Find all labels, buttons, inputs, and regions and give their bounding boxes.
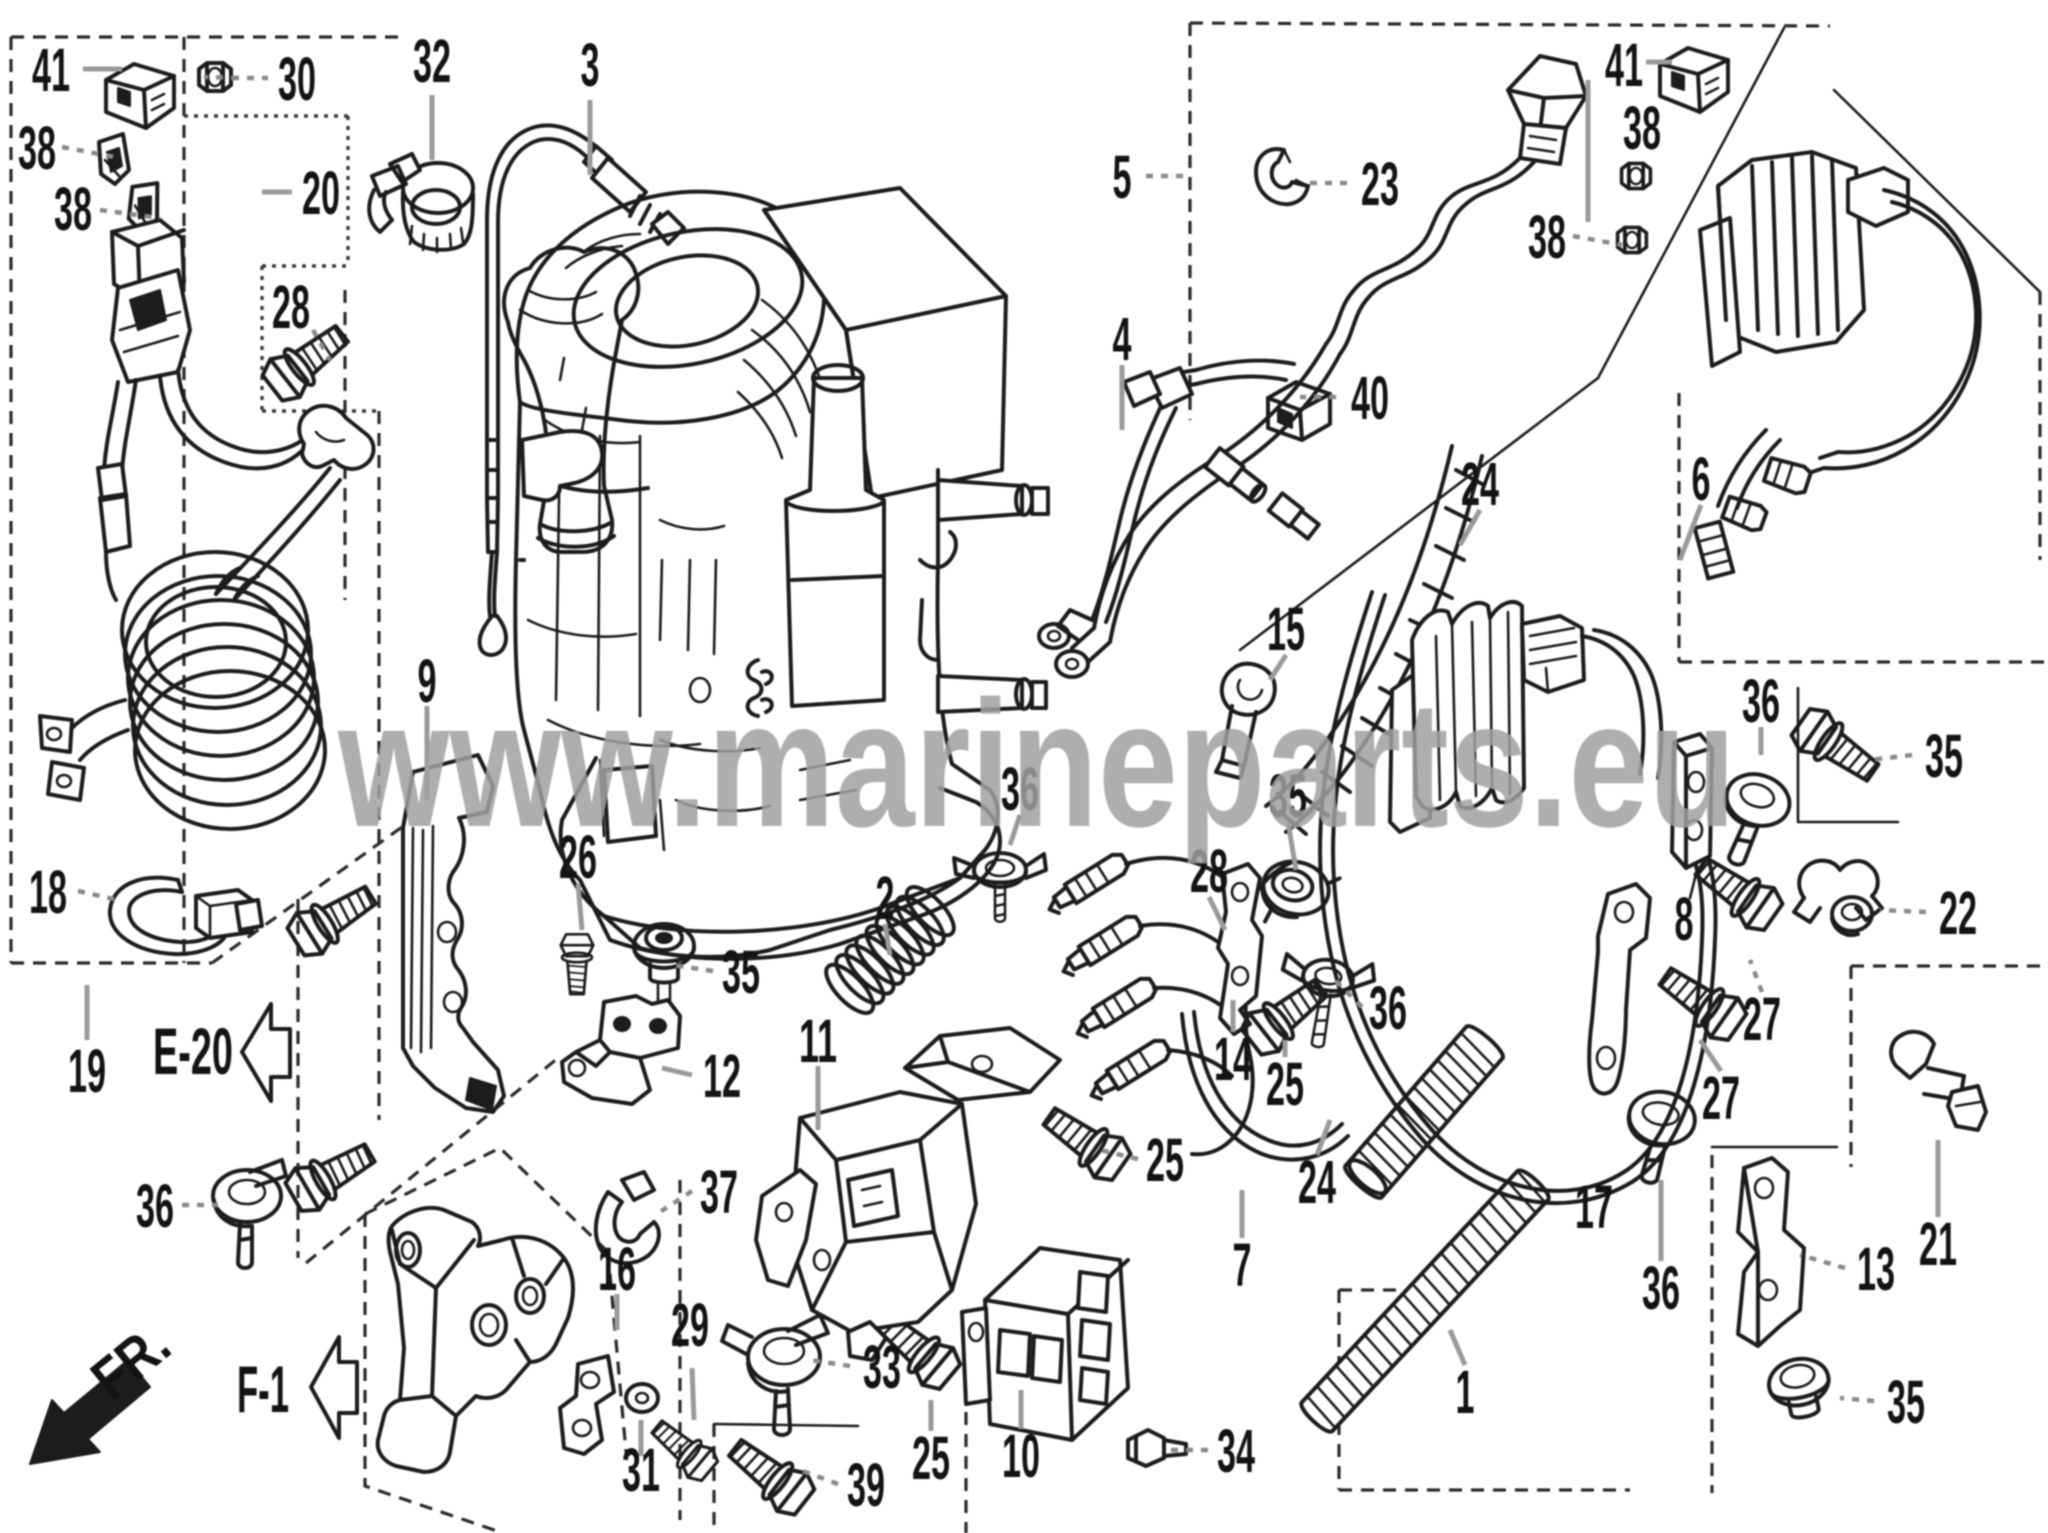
svg-text:41: 41 [1605,31,1643,99]
svg-text:www.marineparts.eu: www.marineparts.eu [337,664,1736,865]
svg-text:3: 3 [581,31,600,99]
svg-text:35: 35 [1887,1368,1925,1436]
svg-text:38: 38 [1528,203,1566,271]
svg-text:F-1: F-1 [237,1352,289,1426]
svg-text:11: 11 [799,1007,837,1075]
svg-text:36: 36 [1369,974,1407,1042]
svg-text:37: 37 [700,1158,738,1226]
svg-text:25: 25 [1266,1050,1304,1118]
svg-text:33: 33 [863,1333,901,1401]
svg-text:8: 8 [1675,885,1694,953]
svg-text:30: 30 [278,45,316,113]
svg-text:22: 22 [1939,879,1977,947]
svg-text:2: 2 [876,864,895,932]
svg-text:38: 38 [54,175,92,243]
svg-text:17: 17 [1575,1173,1613,1241]
svg-text:9: 9 [418,647,437,715]
svg-text:24: 24 [1298,1148,1336,1216]
svg-text:25: 25 [912,1424,950,1492]
svg-text:32: 32 [413,27,451,95]
svg-text:26: 26 [559,823,597,891]
svg-text:34: 34 [1217,1417,1255,1485]
svg-text:13: 13 [1857,1235,1895,1303]
svg-text:10: 10 [1002,1422,1040,1490]
svg-text:39: 39 [847,1451,885,1519]
svg-text:14: 14 [1214,1025,1252,1093]
svg-text:23: 23 [1361,150,1399,218]
svg-text:20: 20 [302,159,340,227]
svg-text:28: 28 [272,273,310,341]
svg-text:40: 40 [1351,364,1389,432]
svg-text:6: 6 [1692,445,1711,513]
svg-text:36: 36 [1742,667,1780,735]
svg-text:28: 28 [1190,837,1228,905]
svg-text:12: 12 [703,1042,741,1110]
svg-text:1: 1 [1456,1358,1475,1426]
svg-text:18: 18 [29,858,67,926]
svg-text:35: 35 [1269,762,1307,830]
svg-text:7: 7 [1233,1231,1252,1299]
svg-text:16: 16 [598,1235,636,1303]
svg-text:35: 35 [722,938,760,1006]
svg-text:36: 36 [136,1172,174,1240]
svg-text:27: 27 [1702,1064,1740,1132]
svg-text:24: 24 [1461,450,1499,518]
svg-text:36: 36 [1642,1254,1680,1322]
svg-text:35: 35 [1925,722,1963,790]
svg-text:38: 38 [18,114,56,182]
svg-text:38: 38 [1623,94,1661,162]
svg-text:27: 27 [1743,985,1781,1053]
svg-text:31: 31 [622,1436,660,1504]
svg-text:E-20: E-20 [153,1014,233,1088]
svg-text:36: 36 [1001,755,1039,823]
svg-text:4: 4 [1113,305,1132,373]
svg-text:41: 41 [32,36,70,104]
svg-text:21: 21 [1919,1210,1957,1278]
svg-text:5: 5 [1113,143,1132,211]
svg-text:25: 25 [1146,1126,1184,1194]
svg-text:19: 19 [68,1037,106,1105]
svg-text:15: 15 [1267,595,1305,663]
svg-text:29: 29 [671,1291,709,1359]
